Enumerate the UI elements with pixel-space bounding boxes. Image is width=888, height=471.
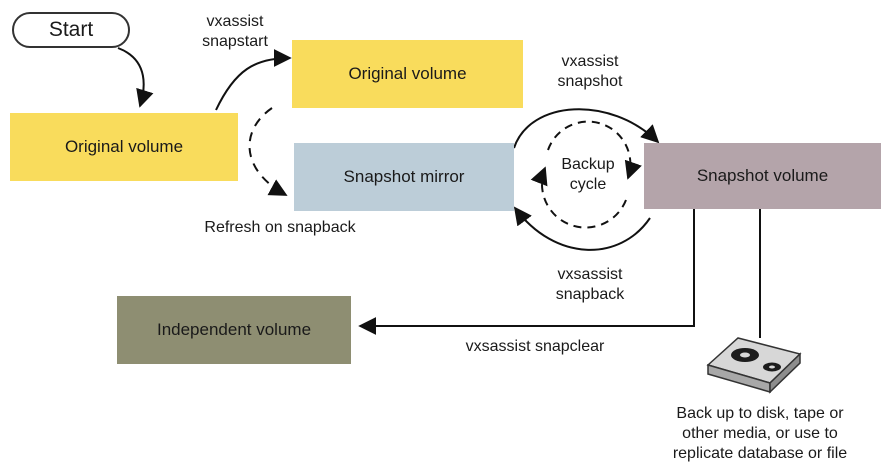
disk-drive-icon — [706, 337, 802, 394]
start-arrow — [117, 47, 154, 108]
snapback-label: vxsassist snapback — [555, 266, 625, 303]
refresh-label: Refresh on snapback — [204, 219, 356, 236]
refresh-arrow — [248, 107, 288, 196]
snapshot-mirror: Snapshot mirror — [294, 143, 514, 211]
start-node: Start — [12, 12, 130, 48]
snapstart-arrow — [215, 49, 292, 111]
backup-note: Back up to disk, tape or other media, or… — [672, 405, 848, 462]
independent-volume-label: Independent volume — [156, 320, 312, 339]
original-volume-top-label: Original volume — [348, 64, 467, 83]
snapclear-arrow — [358, 208, 695, 335]
start-label: Start — [48, 18, 94, 41]
snapstart-label: vxassist snapstart — [202, 13, 268, 50]
snapshot-label: vxassist snapshot — [557, 53, 623, 90]
snapclear-label: vxsassist snapclear — [465, 338, 605, 355]
snapshot-arrow — [513, 108, 660, 149]
backup-cycle-circle-bottom — [530, 166, 627, 229]
backup-cycle-label: Backup cycle — [561, 156, 615, 193]
independent-volume: Independent volume — [117, 296, 351, 364]
snapshot-volume: Snapshot volume — [644, 143, 881, 209]
snapback-arrow — [513, 206, 651, 251]
backup-cycle-circle-top — [547, 120, 642, 180]
original-volume-left-label: Original volume — [64, 137, 184, 156]
snapshot-mirror-label: Snapshot mirror — [343, 167, 465, 186]
original-volume-left: Original volume — [10, 113, 238, 181]
snapshot-volume-label: Snapshot volume — [696, 166, 829, 185]
original-volume-top: Original volume — [292, 40, 523, 108]
